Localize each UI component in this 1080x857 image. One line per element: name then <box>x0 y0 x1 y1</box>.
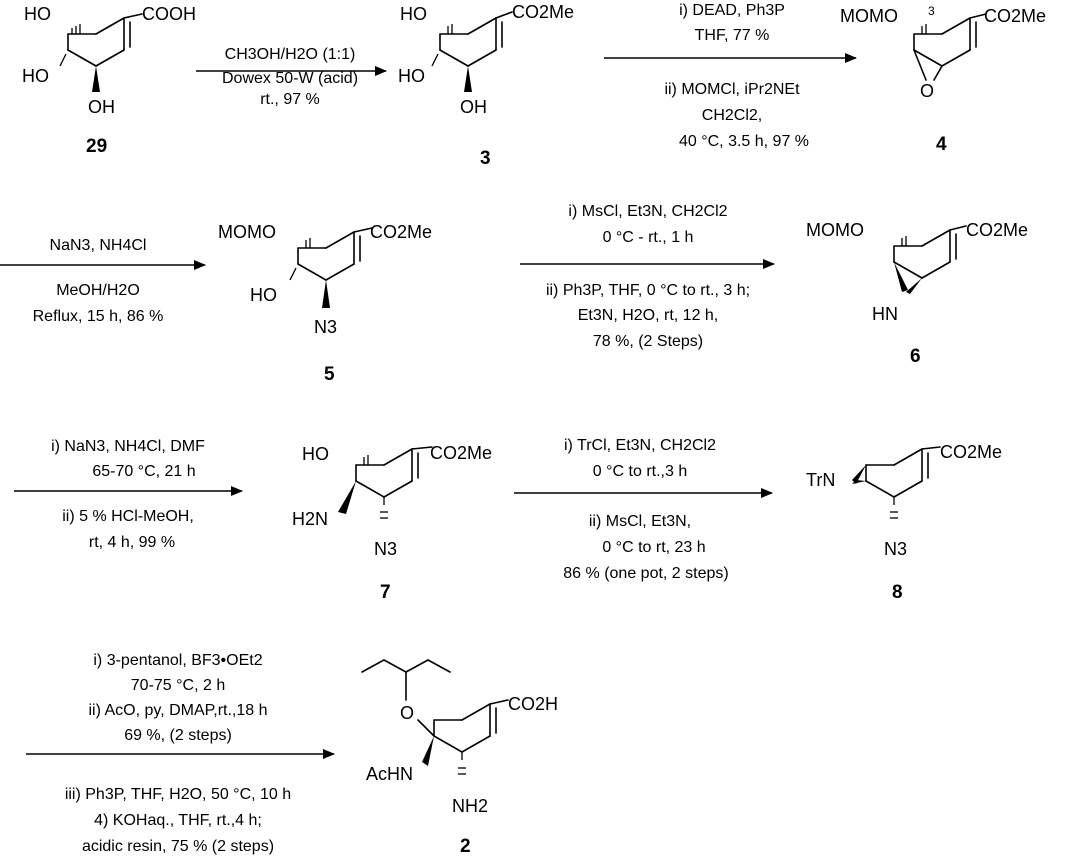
condition-text: i) NaN3, NH4Cl, DMF <box>51 438 205 455</box>
compound-number: 6 <box>910 346 921 367</box>
oh-label: OH <box>460 97 487 117</box>
condition-text: 0 °C to rt, 23 h <box>602 539 705 556</box>
momo-label: MOMO <box>218 222 276 242</box>
ester-label: CO2Me <box>984 6 1046 26</box>
step-2-arrow: i) DEAD, Ph3P THF, 77 % ii) MOMCl, iPr2N… <box>604 2 857 150</box>
azide-label: N3 <box>314 317 337 337</box>
condition-text: 70-75 °C, 2 h <box>131 677 225 694</box>
step-1-arrow: CH3OH/H2O (1:1) Dowex 50-W (acid) rt., 9… <box>196 46 387 108</box>
momo-label: MOMO <box>806 220 864 240</box>
condition-text: Et3N, H2O, rt, 12 h, <box>578 307 719 324</box>
condition-text: 4) KOHaq., THF, rt.,4 h; <box>94 812 262 829</box>
compound-2: CO2H O AcHN NH2 2 <box>361 659 558 857</box>
condition-text: i) DEAD, Ph3P <box>679 2 785 19</box>
ho-label: HO <box>24 4 51 24</box>
condition-text: Reflux, 15 h, 86 % <box>33 308 164 325</box>
compound-6: CO2Me MOMO HN 6 <box>806 220 1028 367</box>
acetamide-label: AcHN <box>366 764 413 784</box>
ester-label: CO2Me <box>940 442 1002 462</box>
compound-3: CO2Me HO HO OH 3 <box>398 2 574 169</box>
compound-number: 3 <box>480 148 491 169</box>
compound-number: 4 <box>936 134 947 155</box>
compound-5: CO2Me MOMO HO N3 5 <box>218 222 432 385</box>
acid-label: CO2H <box>508 694 558 714</box>
condition-text: CH3OH/H2O (1:1) <box>225 46 356 63</box>
step-4-arrow: i) MsCl, Et3N, CH2Cl2 0 °C - rt., 1 h ii… <box>520 203 775 350</box>
step-7-arrow: i) 3-pentanol, BF3•OEt2 70-75 °C, 2 h ii… <box>26 652 335 855</box>
condition-text: 0 °C - rt., 1 h <box>603 229 694 246</box>
oxygen-label: O <box>920 81 934 101</box>
condition-text: MeOH/H2O <box>56 282 140 299</box>
compound-number: 5 <box>324 364 335 385</box>
condition-text: ii) Ph3P, THF, 0 °C to rt., 3 h; <box>546 282 750 299</box>
condition-text: i) 3-pentanol, BF3•OEt2 <box>93 652 262 669</box>
condition-text: rt., 97 % <box>260 91 320 108</box>
ho-label: HO <box>302 444 329 464</box>
step-5-arrow: i) NaN3, NH4Cl, DMF 65-70 °C, 21 h ii) 5… <box>14 438 243 551</box>
ring-bonds <box>67 13 143 67</box>
ester-label: CO2Me <box>512 2 574 22</box>
compound-29: COOH HO HO OH 29 <box>22 4 196 157</box>
ester-label: CO2Me <box>966 220 1028 240</box>
locant-label: 3 <box>928 4 935 18</box>
condition-text: 86 % (one pot, 2 steps) <box>563 565 728 582</box>
step-3-arrow: NaN3, NH4Cl MeOH/H2O Reflux, 15 h, 86 % <box>0 237 206 325</box>
condition-text: acidic resin, 75 % (2 steps) <box>82 838 274 855</box>
ester-label: CO2Me <box>430 443 492 463</box>
ho-label: HO <box>400 4 427 24</box>
ester-label: CO2Me <box>370 222 432 242</box>
condition-text: iii) Ph3P, THF, H2O, 50 °C, 10 h <box>65 786 291 803</box>
compound-number: 2 <box>460 836 471 857</box>
condition-text: NaN3, NH4Cl <box>50 237 147 254</box>
aziridine-nh-label: HN <box>872 304 898 324</box>
condition-text: 40 °C, 3.5 h, 97 % <box>679 133 809 150</box>
trityl-aziridine-label: TrN <box>806 470 835 490</box>
momo-label: MOMO <box>840 6 898 26</box>
condition-text: Dowex 50-W (acid) <box>222 70 358 87</box>
step-6-arrow: i) TrCl, Et3N, CH2Cl2 0 °C to rt.,3 h ii… <box>514 437 773 582</box>
azide-label: N3 <box>374 539 397 559</box>
condition-text: ii) MsCl, Et3N, <box>589 513 691 530</box>
compound-7: CO2Me HO H2N N3 7 <box>292 443 492 603</box>
cooh-label: COOH <box>142 4 196 24</box>
condition-text: 69 %, (2 steps) <box>124 727 232 744</box>
compound-number: 8 <box>892 582 903 603</box>
condition-text: rt, 4 h, 99 % <box>89 534 175 551</box>
condition-text: 78 %, (2 Steps) <box>593 333 703 350</box>
condition-text: CH2Cl2, <box>702 107 762 124</box>
condition-text: 65-70 °C, 21 h <box>92 463 195 480</box>
amine-label: NH2 <box>452 796 488 816</box>
condition-text: 0 °C to rt.,3 h <box>593 463 687 480</box>
ho-label: HO <box>398 66 425 86</box>
condition-text: ii) MOMCl, iPr2NEt <box>664 81 800 98</box>
compound-number: 29 <box>86 136 107 157</box>
compound-8: CO2Me TrN N3 8 <box>806 442 1002 603</box>
condition-text: i) TrCl, Et3N, CH2Cl2 <box>564 437 716 454</box>
compound-4: CO2Me MOMO 3 O 4 <box>840 4 1046 155</box>
ho-label: HO <box>250 285 277 305</box>
condition-text: ii) 5 % HCl-MeOH, <box>62 508 194 525</box>
compound-number: 7 <box>380 582 391 603</box>
condition-text: i) MsCl, Et3N, CH2Cl2 <box>568 203 727 220</box>
oh-label: OH <box>88 97 115 117</box>
condition-text: THF, 77 % <box>695 27 770 44</box>
azide-label: N3 <box>884 539 907 559</box>
amine-label: H2N <box>292 509 328 529</box>
condition-text: ii) AcO, py, DMAP,rt.,18 h <box>88 702 267 719</box>
oxygen-label: O <box>400 703 414 723</box>
ho-label: HO <box>22 66 49 86</box>
